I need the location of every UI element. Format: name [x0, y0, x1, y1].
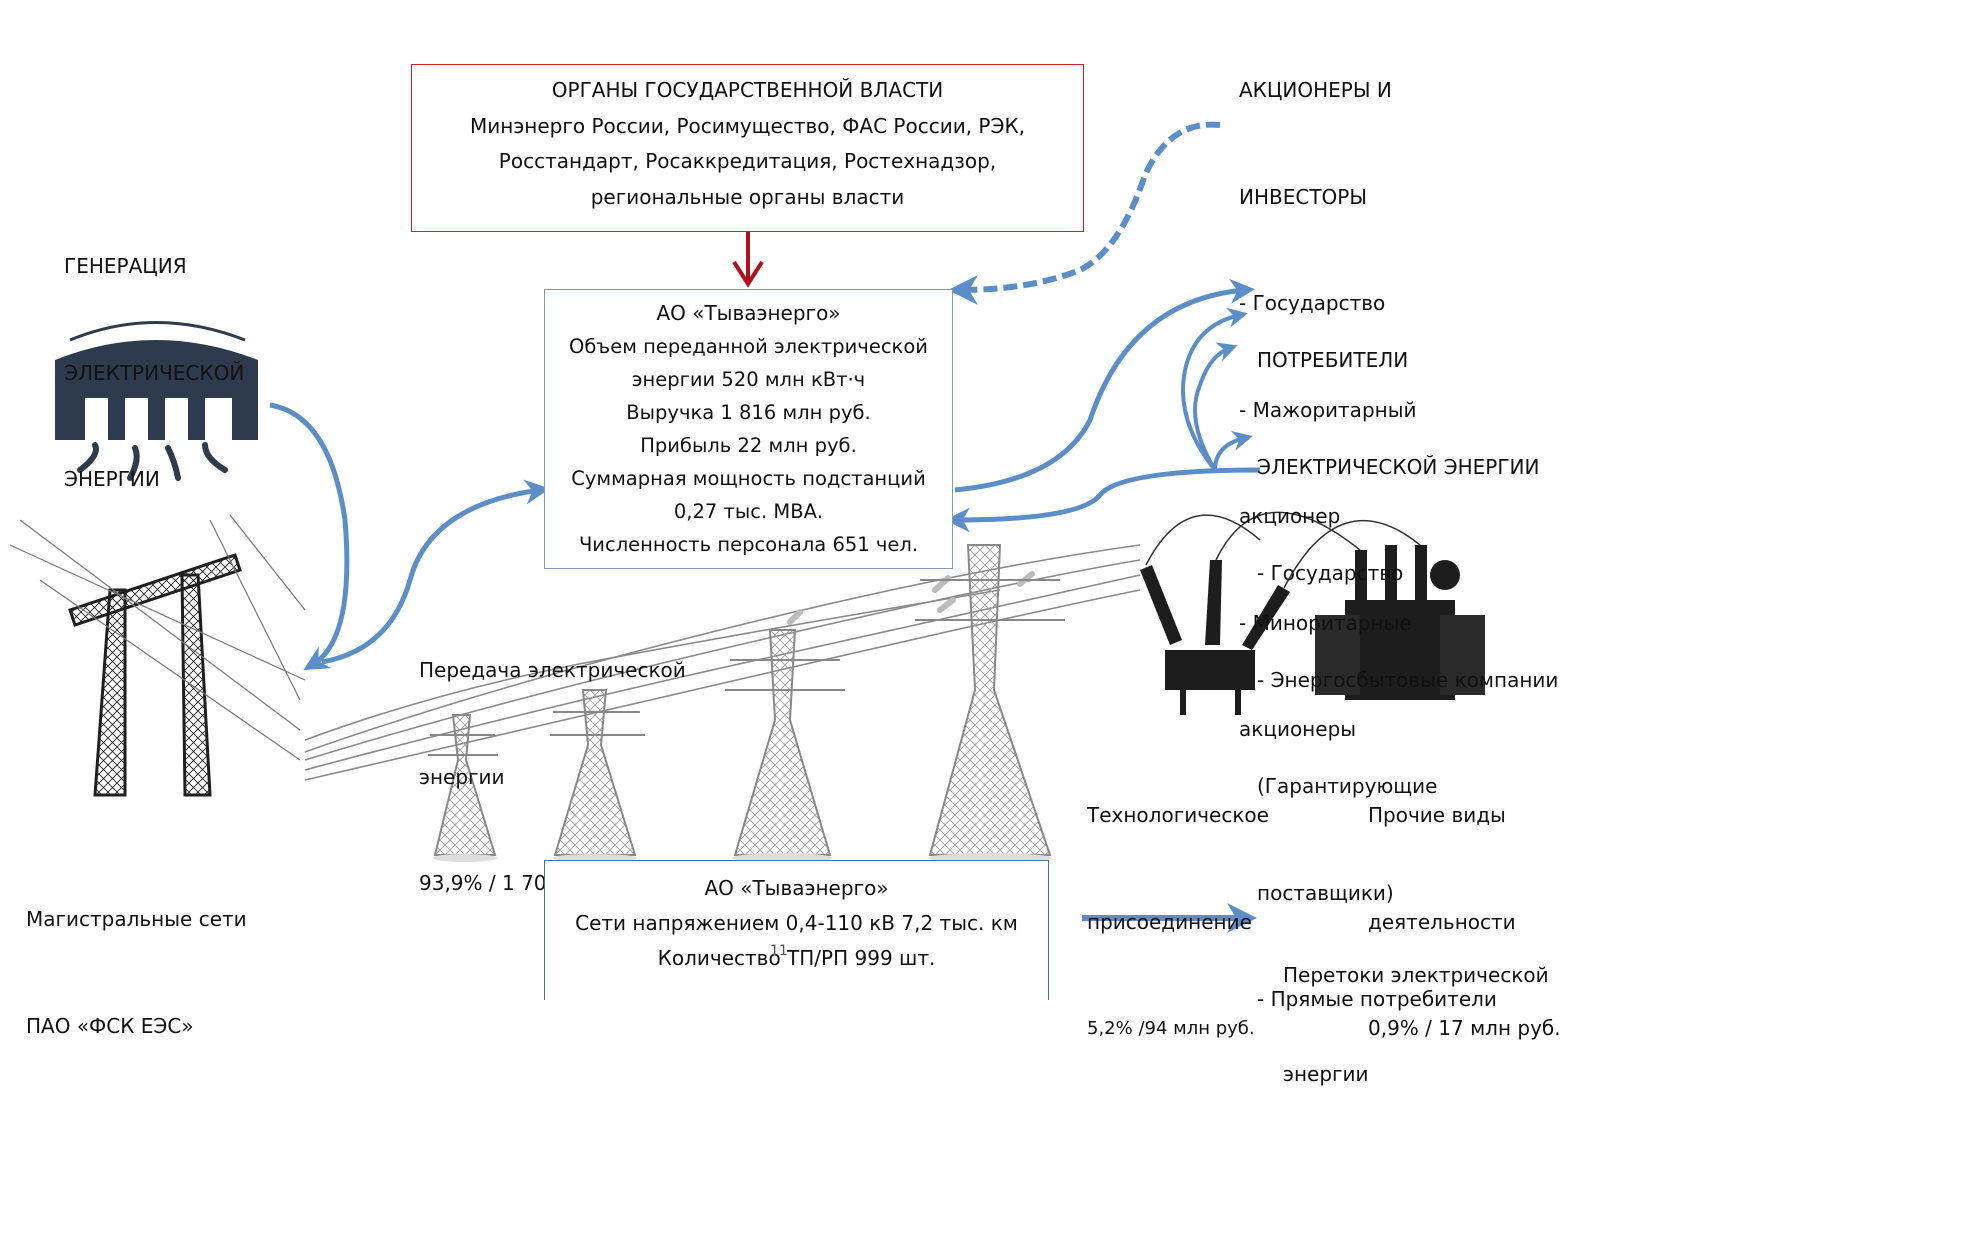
- trunk-grid-line: ПАО «ФСК ЕЭС»: [26, 1013, 194, 1038]
- page-number: 11: [770, 943, 788, 959]
- network-box: АО «Тываэнерго» Сети напряжением 0,4-110…: [544, 860, 1049, 1000]
- background-illustration: [9, 321, 1485, 863]
- other-activities-value: 0,9% / 17 млн руб.: [1368, 1016, 1561, 1040]
- company-line: Выручка 1 816 млн руб.: [626, 401, 871, 424]
- grid-to-company-arrow: [321, 479, 550, 665]
- company-line: энергии 520 млн кВт·ч: [631, 368, 866, 391]
- network-line: Сети напряжением 0,4-110 кВ 7,2 тыс. км: [575, 911, 1018, 935]
- consumers-item: - Прямые потребители: [1257, 987, 1497, 1011]
- shareholders-title: ИНВЕСТОРЫ: [1239, 184, 1367, 209]
- company-line: Объем переданной электрической: [569, 335, 928, 358]
- other-activities-line: Прочие виды: [1368, 803, 1506, 827]
- government-line: Минэнерго России, Росимущество, ФАС Росс…: [469, 113, 1026, 138]
- network-line: Количество ТП/РП 999 шт.: [657, 946, 936, 970]
- generation-line: ЭЛЕКТРИЧЕСКОЙ: [64, 360, 245, 385]
- trunk-grid-text: Магистральные сети ПАО «ФСК ЕЭС»: [26, 831, 247, 1080]
- shareholders-dashed-arrow: [948, 121, 1221, 305]
- network-title: АО «Тываэнерго»: [704, 876, 889, 900]
- government-text: ОРГАНЫ ГОСУДАРСТВЕННОЙ ВЛАСТИ Минэнерго …: [412, 73, 1083, 215]
- tech-connection-line: присоединение: [1087, 909, 1252, 934]
- government-line: региональные органы власти: [590, 184, 905, 209]
- trunk-pylon: [68, 553, 242, 797]
- trunk-grid-line: Магистральные сети: [26, 907, 247, 931]
- power-plant-icon: [55, 321, 258, 481]
- company-line: Прибыль 22 млн руб.: [640, 434, 857, 457]
- company-line: Численность персонала 651 чел.: [578, 533, 919, 556]
- company-summary-box: АО «Тываэнерго» Объем переданной электри…: [544, 289, 953, 569]
- consumer-loop-2: [1193, 342, 1238, 472]
- consumers-title: ЭЛЕКТРИЧЕСКОЙ ЭНЕРГИИ: [1257, 454, 1540, 479]
- shareholders-text: АКЦИОНЕРЫ И ИНВЕСТОРЫ - Государство - Ма…: [1239, 2, 1417, 783]
- shareholders-item: - Миноритарные: [1239, 610, 1412, 635]
- transmission-line: энергии: [419, 764, 505, 789]
- pylon-medium: [550, 689, 645, 856]
- company-line: Суммарная мощность подстанций: [571, 467, 926, 490]
- legend-label: Перетоки электрической энергии: [1283, 893, 1549, 1124]
- shareholders-item: акционеры: [1239, 717, 1357, 741]
- shareholders-item: акционер: [1239, 504, 1341, 528]
- flow-arrows: [269, 121, 1261, 933]
- company-title: АО «Тываэнерго»: [656, 301, 841, 325]
- legend-line: Перетоки электрической: [1283, 963, 1549, 987]
- consumers-text: ПОТРЕБИТЕЛИ ЭЛЕКТРИЧЕСКОЙ ЭНЕРГИИ - Госу…: [1257, 272, 1558, 1053]
- consumers-item: (Гарантирующие: [1257, 774, 1438, 798]
- consumers-to-company-arrow: [945, 467, 1261, 533]
- shareholders-item: - Государство: [1239, 291, 1386, 315]
- company-to-consumers-arrow: [954, 278, 1255, 493]
- generation-line: ЭНЕРГИИ: [64, 467, 160, 491]
- company-text: АО «Тываэнерго» Объем переданной электри…: [545, 297, 952, 561]
- consumer-loop-1: [1181, 307, 1248, 472]
- government-authorities-box: ОРГАНЫ ГОСУДАРСТВЕННОЙ ВЛАСТИ Минэнерго …: [411, 64, 1084, 232]
- pylon-small: [428, 714, 498, 856]
- pylon-xlarge: [915, 544, 1065, 856]
- government-title: ОРГАНЫ ГОСУДАРСТВЕННОЙ ВЛАСТИ: [551, 78, 944, 102]
- generation-text: ГЕНЕРАЦИЯ ЭЛЕКТРИЧЕСКОЙ ЭНЕРГИИ: [64, 178, 244, 533]
- consumers-item: - Энергосбытовые компании: [1257, 667, 1559, 692]
- generation-line: ГЕНЕРАЦИЯ: [64, 254, 187, 278]
- legend-line: энергии: [1283, 1062, 1369, 1086]
- other-activities-line: деятельности: [1368, 909, 1516, 934]
- transformer-illustration: [1140, 511, 1485, 715]
- shareholders-item: - Мажоритарный: [1239, 397, 1417, 422]
- transmission-text: Передача электрической энергии 93,9% / 1…: [419, 582, 686, 937]
- tech-connection-value: 5,2% /94 млн руб.: [1087, 1018, 1255, 1039]
- pylon-large: [725, 629, 845, 856]
- generation-to-grid-arrow: [269, 402, 350, 671]
- network-text: АО «Тываэнерго» Сети напряжением 0,4-110…: [545, 871, 1048, 976]
- tech-connection-line: Технологическое: [1087, 803, 1269, 827]
- gov-to-company-arrow: [732, 232, 764, 288]
- transmission-line: Передача электрической: [419, 658, 686, 682]
- consumers-item: поставщики): [1257, 880, 1394, 905]
- consumers-item: - Государство: [1257, 561, 1404, 585]
- consumer-loop-3: [1213, 430, 1253, 471]
- government-line: Росстандарт, Росаккредитация, Ростехнадз…: [498, 149, 997, 173]
- consumers-title: ПОТРЕБИТЕЛИ: [1257, 348, 1409, 372]
- tech-connection-text: Технологическое присоединение 5,2% /94 м…: [1087, 727, 1269, 1082]
- shareholders-title: АКЦИОНЕРЫ И: [1239, 78, 1392, 102]
- other-activities-text: Прочие виды деятельности 0,9% / 17 млн р…: [1368, 727, 1561, 1082]
- company-line: 0,27 тыс. МВА.: [673, 500, 824, 523]
